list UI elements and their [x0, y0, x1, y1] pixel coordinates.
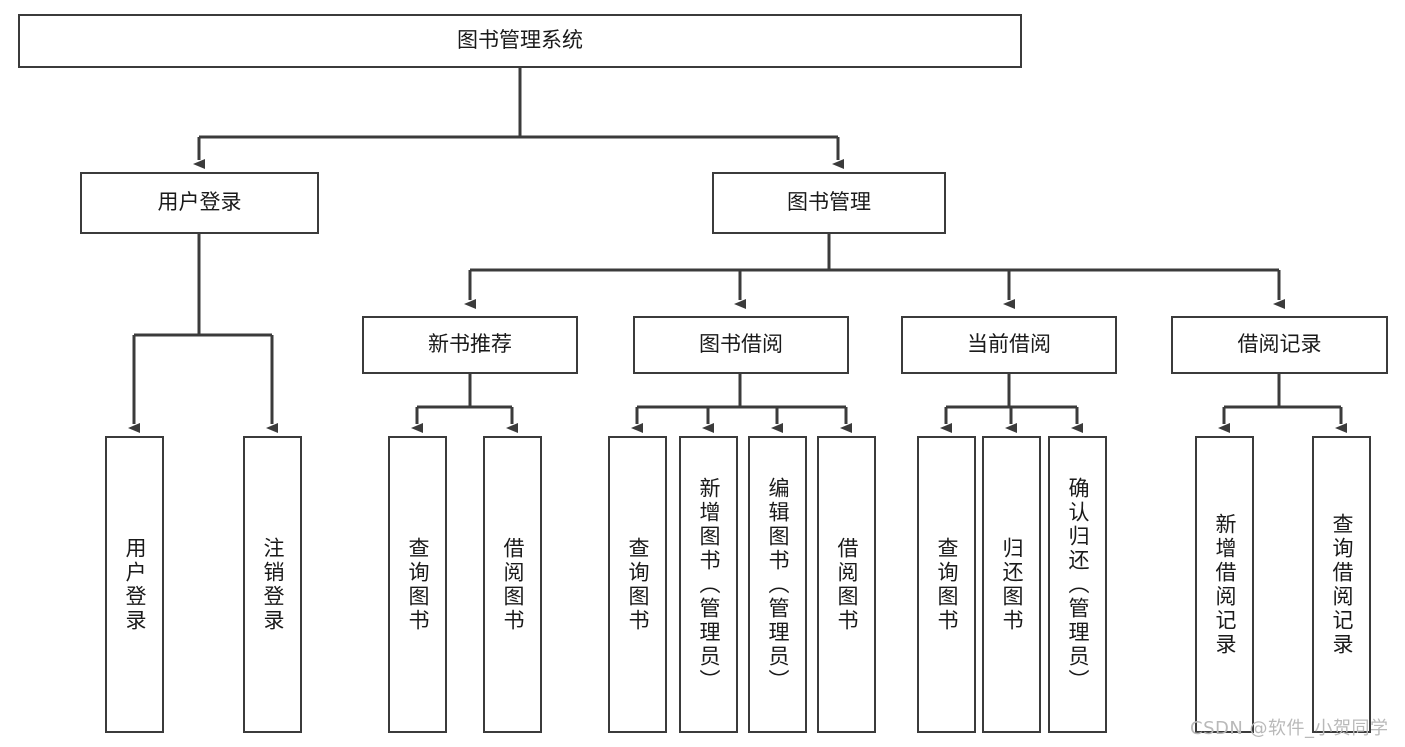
node-label: 查询图书	[626, 536, 650, 633]
node-label: 借阅图书	[835, 536, 859, 633]
leaf-book-borrow-query[interactable]: 查询图书	[608, 436, 667, 733]
node-label: 用户登录	[123, 536, 147, 633]
node-label: 编辑图书（管理员）	[766, 476, 790, 693]
leaf-book-borrow-borrow[interactable]: 借阅图书	[817, 436, 876, 733]
leaf-current-borrow-return[interactable]: 归还图书	[982, 436, 1041, 733]
leaf-book-borrow-edit[interactable]: 编辑图书（管理员）	[748, 436, 807, 733]
leaf-book-borrow-add[interactable]: 新增图书（管理员）	[679, 436, 738, 733]
node-label: 归还图书	[1000, 536, 1024, 633]
node-label: 图书管理系统	[457, 28, 583, 53]
leaf-new-book-borrow[interactable]: 借阅图书	[483, 436, 542, 733]
node-label: 图书管理	[787, 190, 871, 215]
leaf-user-login-logout[interactable]: 注销登录	[243, 436, 302, 733]
node-label: 当前借阅	[967, 332, 1051, 357]
node-book-management[interactable]: 图书管理	[712, 172, 946, 234]
node-user-login[interactable]: 用户登录	[80, 172, 319, 234]
node-label: 借阅记录	[1237, 332, 1322, 357]
leaf-borrow-record-query[interactable]: 查询借阅记录	[1312, 436, 1371, 733]
leaf-new-book-query[interactable]: 查询图书	[388, 436, 447, 733]
node-book-borrow[interactable]: 图书借阅	[633, 316, 849, 374]
leaf-current-borrow-query[interactable]: 查询图书	[917, 436, 976, 733]
csdn-watermark: CSDN @软件_小贺同学	[1190, 718, 1389, 739]
node-label: 查询图书	[935, 536, 959, 633]
node-label: 注销登录	[261, 536, 285, 633]
node-label: 确认归还（管理员）	[1066, 476, 1090, 693]
node-borrow-record[interactable]: 借阅记录	[1171, 316, 1388, 374]
node-label: 查询借阅记录	[1330, 512, 1354, 657]
node-label: 用户登录	[157, 190, 242, 215]
leaf-current-borrow-confirm-return[interactable]: 确认归还（管理员）	[1048, 436, 1107, 733]
node-label: 查询图书	[406, 536, 430, 633]
node-label: 新增借阅记录	[1213, 512, 1237, 657]
leaf-borrow-record-add[interactable]: 新增借阅记录	[1195, 436, 1254, 733]
node-label: 图书借阅	[699, 332, 783, 357]
node-root-system[interactable]: 图书管理系统	[18, 14, 1022, 68]
leaf-user-login-login[interactable]: 用户登录	[105, 436, 164, 733]
node-label: 新增图书（管理员）	[697, 476, 721, 693]
node-new-book-recommend[interactable]: 新书推荐	[362, 316, 578, 374]
node-current-borrow[interactable]: 当前借阅	[901, 316, 1117, 374]
node-label: 新书推荐	[428, 332, 512, 357]
node-label: 借阅图书	[501, 536, 525, 633]
